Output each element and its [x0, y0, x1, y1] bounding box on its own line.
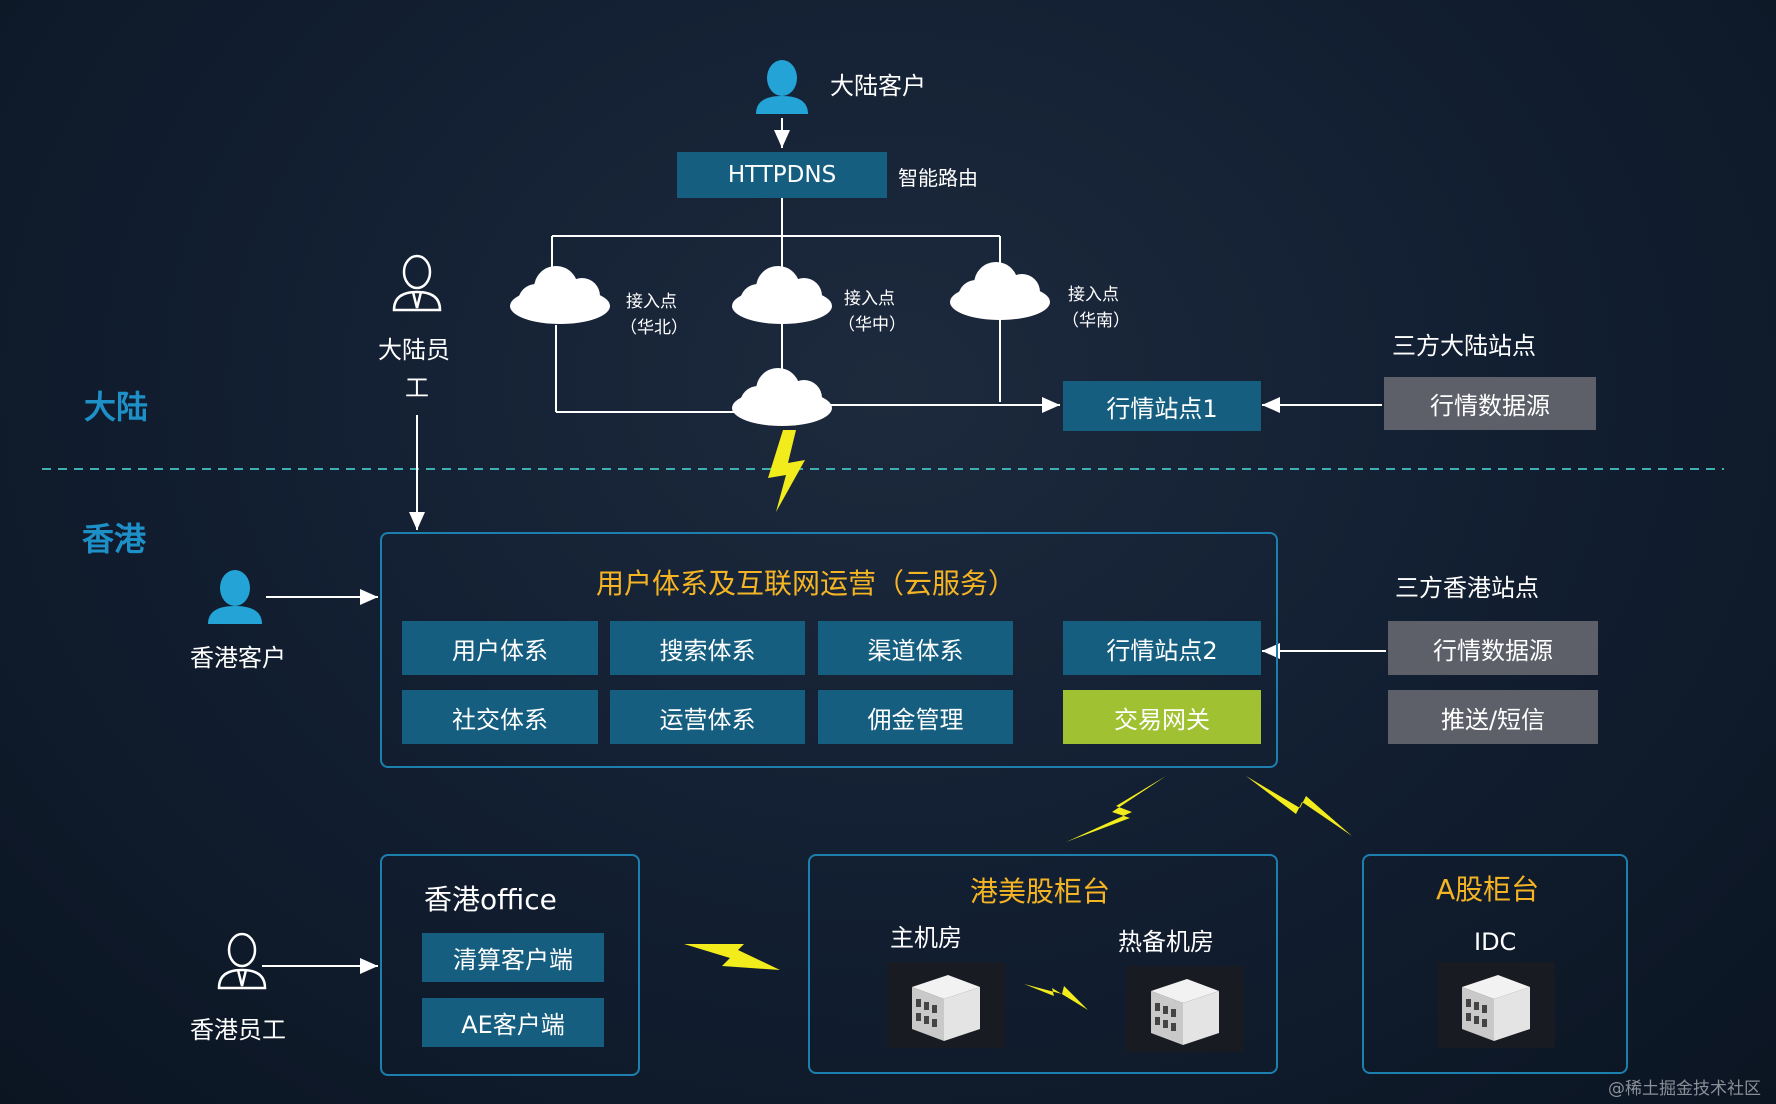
access-point-south-region: （华南）: [1062, 311, 1130, 331]
service-item: 佣金管理: [818, 690, 1013, 744]
third-party-mainland-title: 三方大陆站点: [1392, 332, 1536, 360]
service-item: 用户体系: [402, 621, 598, 675]
cloud-icon: [950, 262, 1050, 320]
hk-employee-label: 香港员工: [190, 1016, 286, 1044]
mainland-data-source-label: 行情数据源: [1430, 392, 1550, 420]
server-icon: [1126, 966, 1244, 1052]
hk-data-source-box: 行情数据源: [1388, 621, 1598, 675]
service-item-label: 佣金管理: [867, 705, 964, 734]
lightning-icon: [684, 944, 780, 970]
trade-gateway-box: 交易网关: [1063, 690, 1261, 744]
employee-icon: [392, 254, 442, 312]
mainland-employee-label-2: 工: [405, 374, 429, 402]
service-item: 社交体系: [402, 690, 598, 744]
service-item: 渠道体系: [818, 621, 1013, 675]
hk-data-source-label: 行情数据源: [1433, 636, 1553, 665]
office-client-box: 清算客户端: [422, 933, 604, 982]
cloud-services-frame: [380, 532, 1278, 768]
market-site-2-label: 行情站点2: [1106, 636, 1218, 665]
trade-gateway-label: 交易网关: [1114, 705, 1210, 734]
region-label-hongkong: 香港: [82, 520, 147, 558]
lightning-icon: [768, 430, 805, 512]
service-item: 运营体系: [610, 690, 805, 744]
cloud-icon: [732, 368, 832, 426]
service-item-label: 搜索体系: [659, 636, 756, 665]
cloud-services-title: 用户体系及互联网运营（云服务）: [596, 567, 1017, 600]
httpdns-box: HTTPDNS: [677, 152, 887, 198]
lightning-icon: [1066, 776, 1166, 842]
service-item-label: 运营体系: [659, 705, 756, 734]
a-share-counter-frame: [1362, 854, 1628, 1074]
idc-label: IDC: [1474, 928, 1517, 956]
server-icon: [887, 962, 1005, 1048]
hk-office-frame: [380, 854, 640, 1076]
httpdns-label: HTTPDNS: [727, 162, 837, 188]
office-client-label: AE客户端: [461, 1011, 565, 1039]
service-item-label: 社交体系: [452, 705, 548, 734]
access-point-central-region: （华中）: [838, 315, 906, 335]
office-client-label: 清算客户端: [453, 946, 573, 974]
market-site-1-box: 行情站点1: [1063, 381, 1261, 431]
employee-icon: [217, 932, 267, 990]
service-item-label: 用户体系: [452, 636, 548, 665]
httpdns-note: 智能路由: [898, 166, 978, 190]
mainland-customer-label: 大陆客户: [830, 72, 926, 100]
mainland-data-source-box: 行情数据源: [1384, 377, 1596, 430]
push-sms-label: 推送/短信: [1440, 705, 1546, 734]
customer-icon: [208, 570, 262, 624]
cloud-icon: [732, 266, 832, 324]
service-item-label: 渠道体系: [867, 636, 964, 665]
access-point-south: 接入点: [1068, 285, 1119, 305]
market-site-1-label: 行情站点1: [1106, 394, 1218, 423]
push-sms-box: 推送/短信: [1388, 690, 1598, 744]
main-room-label: 主机房: [890, 924, 962, 952]
watermark: @稀土掘金技术社区: [1608, 1079, 1761, 1099]
market-site-2-box: 行情站点2: [1063, 621, 1261, 675]
service-item: 搜索体系: [610, 621, 805, 675]
a-share-counter-title: A股柜台: [1436, 873, 1540, 906]
access-point-central: 接入点: [844, 289, 895, 309]
hk-us-counter-frame: [808, 854, 1278, 1074]
backup-room-label: 热备机房: [1118, 928, 1214, 956]
cloud-icon: [510, 266, 610, 324]
hk-us-counter-title: 港美股柜台: [970, 875, 1111, 908]
hk-office-title: 香港office: [424, 883, 557, 916]
access-point-north-region: （华北）: [620, 318, 688, 338]
third-party-hk-title: 三方香港站点: [1395, 574, 1539, 602]
customer-icon: [756, 60, 808, 114]
server-icon: [1437, 962, 1555, 1048]
office-client-box: AE客户端: [422, 998, 604, 1047]
mainland-employee-label-1: 大陆员: [378, 336, 450, 364]
lightning-icon: [1246, 776, 1352, 836]
region-label-mainland: 大陆: [84, 388, 149, 426]
hk-customer-label: 香港客户: [190, 644, 286, 672]
access-point-north: 接入点: [626, 292, 677, 312]
